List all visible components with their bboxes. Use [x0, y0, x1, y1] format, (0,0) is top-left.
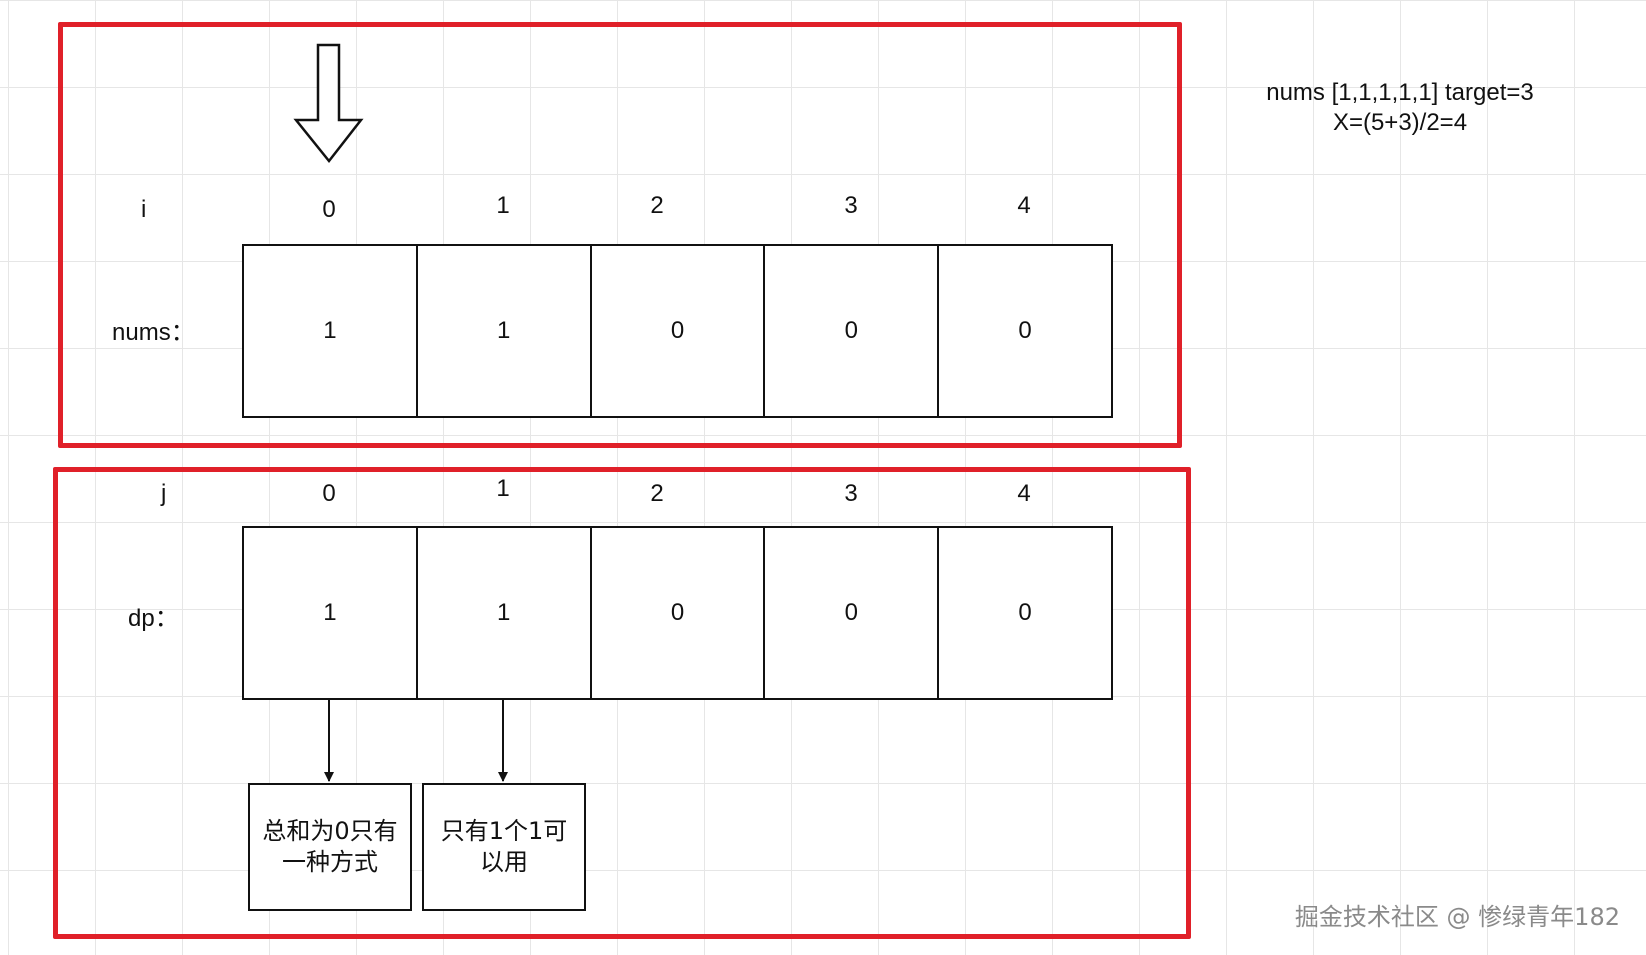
nums-cell: 1	[323, 317, 337, 344]
note-dp0: 总和为0只有一种方式	[248, 783, 412, 911]
label-nums: nums：	[112, 319, 195, 346]
nums-cell: 0	[937, 246, 1111, 416]
label-i: i	[141, 196, 147, 223]
note-dp1: 只有1个1可以用	[422, 783, 586, 911]
pointer-down-arrow-icon	[293, 43, 364, 164]
formula-line-2: X=(5+3)/2=4	[1332, 109, 1468, 136]
dp-cell: 1	[323, 599, 337, 626]
frame-nums-section	[58, 22, 1182, 448]
j-index-1: 1	[496, 475, 510, 502]
nums-array: 1 1 0 0 0	[242, 244, 1113, 418]
formula-line-1: nums [1,1,1,1,1] target=3	[1266, 79, 1534, 106]
dp-cell: 1	[415, 528, 590, 698]
label-j: j	[161, 480, 167, 507]
dp-cell: 0	[589, 528, 764, 698]
dp-cell: 0	[763, 528, 937, 698]
i-index-2: 2	[650, 192, 664, 219]
i-index-1: 1	[496, 192, 510, 219]
label-dp: dp：	[128, 605, 179, 632]
j-index-3: 3	[844, 480, 858, 507]
i-index-0: 0	[322, 196, 336, 223]
nums-cell: 0	[763, 246, 937, 416]
frame-dp-section	[53, 467, 1191, 939]
watermark: 掘金技术社区 @ 惨绿青年182	[1294, 903, 1620, 931]
i-index-4: 4	[1017, 192, 1031, 219]
j-index-4: 4	[1017, 480, 1031, 507]
i-index-3: 3	[844, 192, 858, 219]
dp-array: 1 1 0 0 0	[242, 526, 1113, 700]
formula-text: nums [1,1,1,1,1] target=3 X=(5+3)/2=4	[1215, 78, 1585, 138]
j-index-0: 0	[322, 480, 336, 507]
nums-cell: 1	[415, 246, 590, 416]
j-index-2: 2	[650, 480, 664, 507]
nums-cell: 0	[589, 246, 764, 416]
dp-cell: 0	[937, 528, 1111, 698]
